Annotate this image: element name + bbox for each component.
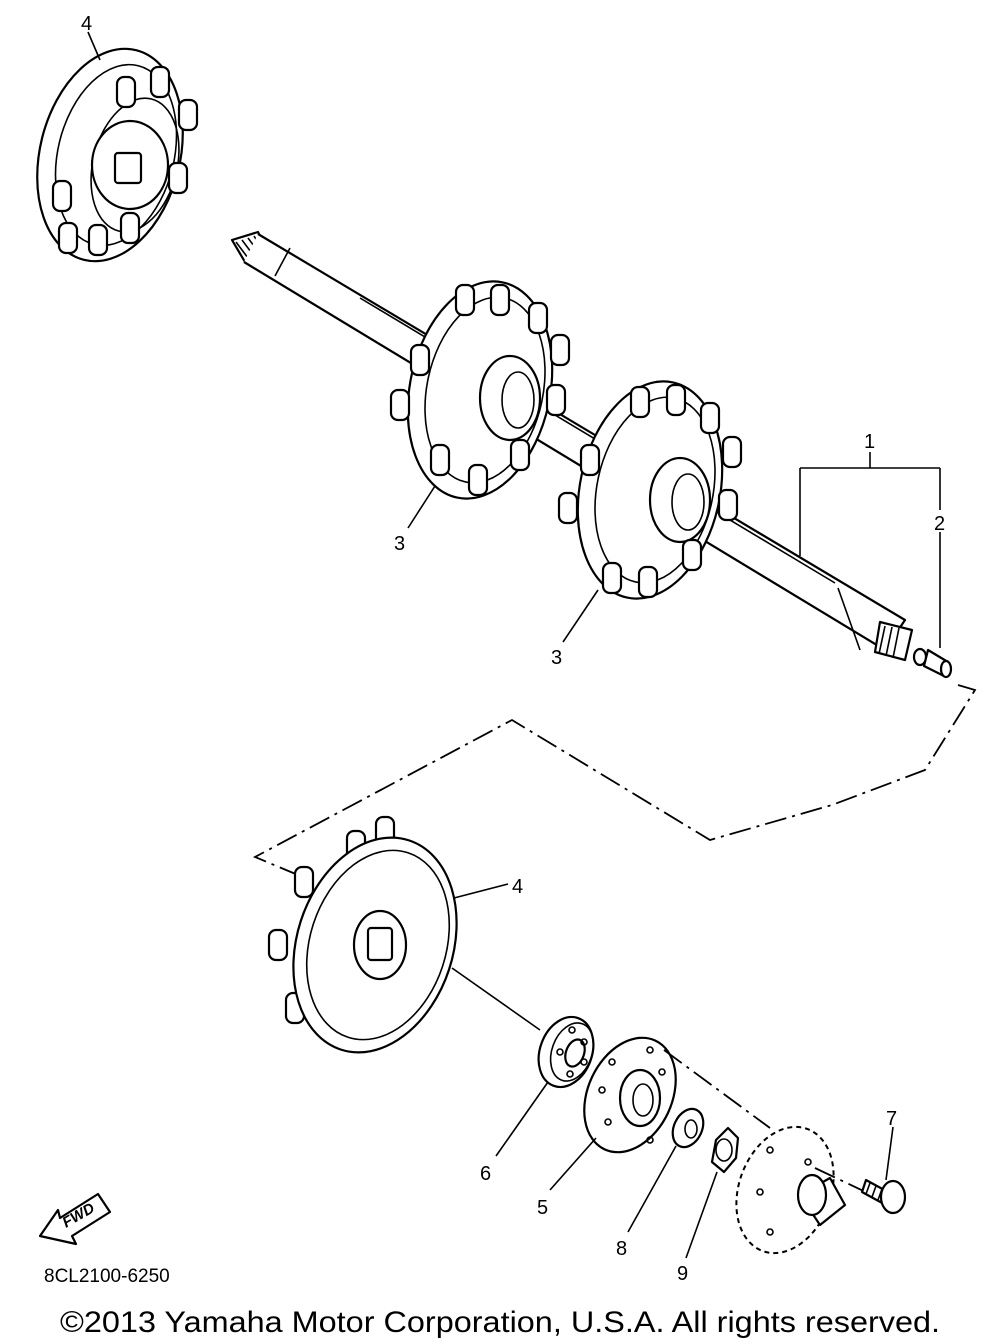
diagram-code: 8CL2100-6250 <box>44 1266 170 1287</box>
callout-7: 7 <box>886 1108 897 1130</box>
callout-5: 5 <box>537 1197 548 1219</box>
bolt <box>860 1178 907 1215</box>
callout-3-lower: 3 <box>551 647 562 669</box>
callout-9: 9 <box>677 1263 688 1285</box>
shaft-end-plug <box>912 647 953 679</box>
callout-2: 2 <box>934 513 945 535</box>
callout-6: 6 <box>480 1163 491 1185</box>
bearing <box>537 1015 595 1089</box>
flange-plate <box>583 1036 677 1154</box>
drive-axle-shaft <box>230 230 914 662</box>
callout-8: 8 <box>616 1238 627 1260</box>
copyright-notice: ©2013 Yamaha Motor Corporation, U.S.A. A… <box>60 1306 940 1339</box>
hub-outline <box>735 1125 847 1255</box>
fwd-arrow-icon: FWD <box>38 1192 112 1246</box>
callout-4-bottom: 4 <box>512 876 523 898</box>
callout-3-upper: 3 <box>394 533 405 555</box>
assembly-reference-line <box>252 684 977 881</box>
washer <box>671 1107 705 1149</box>
sprocket-wheel-middle-1 <box>389 280 571 500</box>
sprocket-wheel-bottom <box>267 815 458 1054</box>
callout-4-top: 4 <box>81 13 92 35</box>
callout-1: 1 <box>864 431 875 453</box>
sprocket-wheel-top <box>36 47 199 263</box>
nut <box>710 1126 740 1174</box>
leader-lines <box>87 31 941 1259</box>
sprocket-wheel-middle-2 <box>557 380 743 600</box>
hub-axis-line <box>663 1049 771 1129</box>
bearing-axis-line <box>451 967 541 1031</box>
